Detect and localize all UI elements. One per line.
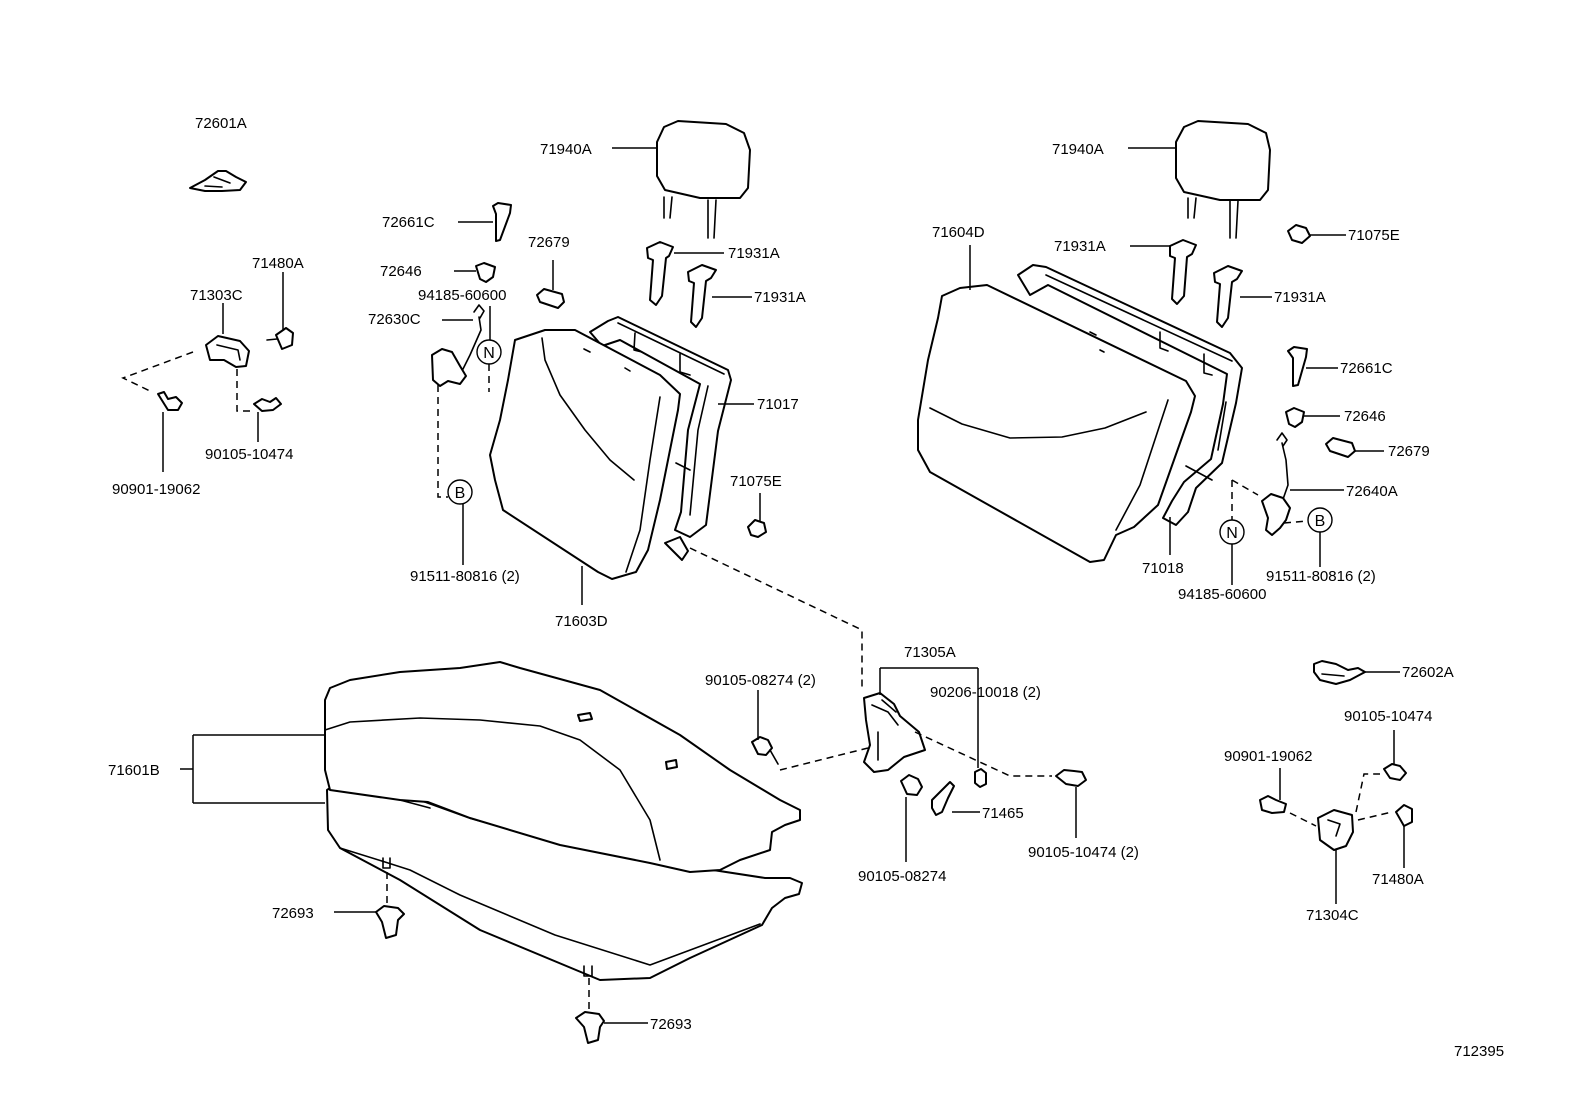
label-72646-right: 72646 [1344, 408, 1386, 425]
part-labels: 72601A 71480A 71303C 90105-10474 90901-1… [108, 115, 1504, 1060]
label-72646-left: 72646 [380, 263, 422, 280]
clip-72693-b [575, 1011, 605, 1044]
label-71017: 71017 [757, 396, 799, 413]
label-71940a-left: 71940A [540, 141, 592, 158]
lock-71304c [1317, 809, 1354, 851]
clip-72693-a [375, 905, 405, 939]
label-72630c: 72630C [368, 311, 421, 328]
hinge-71305a [863, 692, 926, 773]
label-94185-left: 94185-60600 [418, 287, 506, 304]
label-90105-10474-2: 90105-10474 (2) [1028, 844, 1139, 861]
label-71603d: 71603D [555, 613, 608, 630]
guide-71931a-r2 [1213, 265, 1243, 328]
label-72693-b: 72693 [650, 1016, 692, 1033]
label-71931a-l1: 71931A [728, 245, 780, 262]
lock-71303c [205, 335, 250, 368]
guide-71931a-l2 [687, 264, 717, 328]
label-71018: 71018 [1142, 560, 1184, 577]
cushion-71601b [324, 661, 801, 873]
label-71480a-right: 71480A [1372, 871, 1424, 888]
bolt-90901-19062-left [157, 391, 183, 411]
headrest-71940a-right [1175, 120, 1271, 201]
label-91511-right: 91511-80816 (2) [1266, 568, 1376, 585]
pin-72661c-right [1287, 346, 1308, 387]
label-71601b: 71601B [108, 762, 160, 779]
hinge-72640a [1261, 493, 1291, 536]
marker-n-right: N [1226, 525, 1238, 542]
label-71075e-right: 71075E [1348, 227, 1400, 244]
seatback-cushion-71604d [917, 284, 1196, 563]
label-71931a-l2: 71931A [754, 289, 806, 306]
bolt-90105-10474-2 [1055, 769, 1087, 787]
bolt-90105-08274 [900, 774, 923, 796]
seatback-cushion-71603d [489, 329, 681, 580]
bolt-90105-08274-2 [751, 736, 773, 756]
label-71604d: 71604D [932, 224, 985, 241]
label-94185-right: 94185-60600 [1178, 586, 1266, 603]
frame-71017 [589, 316, 732, 538]
label-72661c-right: 72661C [1340, 360, 1393, 377]
striker-72602a [1313, 660, 1366, 685]
label-71305a: 71305A [904, 644, 956, 661]
bolt-71480a-left [275, 327, 294, 350]
cover-72679-right [1325, 437, 1356, 458]
center-hinge-group [689, 547, 1087, 862]
label-72640a: 72640A [1346, 483, 1398, 500]
washer-90206-10018 [974, 768, 987, 788]
left-seatback-group: N B [431, 120, 767, 605]
guide-71931a-r1 [1169, 239, 1197, 305]
hinge-72630c [431, 348, 467, 387]
clip-71075e-right [1287, 224, 1311, 244]
marker-b-right: B [1315, 513, 1326, 530]
label-90105-10474-right: 90105-10474 [1344, 708, 1432, 725]
striker-72601a [189, 170, 247, 192]
label-71931a-r2: 71931A [1274, 289, 1326, 306]
clip-71075e-left [747, 519, 767, 538]
lever-71465 [931, 781, 955, 816]
label-90901-19062-left: 90901-19062 [112, 481, 200, 498]
label-71931a-r1: 71931A [1054, 238, 1106, 255]
group-right-lock [1259, 660, 1413, 904]
cap-72646-right [1285, 407, 1305, 428]
seat-cushion-group [180, 661, 803, 1044]
label-72693-a: 72693 [272, 905, 314, 922]
cover-72679-left [536, 288, 565, 309]
frame-71018 [1017, 264, 1243, 526]
marker-n-left: N [483, 345, 495, 362]
bolt-71480a-right [1395, 804, 1413, 827]
headrest-71940a-left [656, 120, 751, 199]
right-seatback-group: N B [917, 120, 1384, 585]
bolt-90901-19062-right [1259, 795, 1287, 814]
group-left-lock [121, 170, 294, 472]
label-90206: 90206-10018 (2) [930, 684, 1041, 701]
label-71465: 71465 [982, 805, 1024, 822]
bolt-90105-10474-left [253, 397, 282, 412]
cap-72646-left [475, 262, 496, 283]
marker-b-left: B [455, 485, 466, 502]
label-71940a-right: 71940A [1052, 141, 1104, 158]
guide-71931a-l1 [646, 241, 674, 306]
label-90901-19062-right: 90901-19062 [1224, 748, 1312, 765]
label-91511-left: 91511-80816 (2) [410, 568, 520, 585]
drawing-number: 712395 [1454, 1043, 1504, 1060]
label-71303c: 71303C [190, 287, 243, 304]
label-72661c-left: 72661C [382, 214, 435, 231]
label-72601a: 72601A [195, 115, 247, 132]
pin-72661c-left [492, 202, 512, 242]
label-90105-10474-left: 90105-10474 [205, 446, 293, 463]
bolt-90105-10474-right [1383, 763, 1407, 781]
label-72679-left: 72679 [528, 234, 570, 251]
label-72602a: 72602A [1402, 664, 1454, 681]
label-72679-right: 72679 [1388, 443, 1430, 460]
label-90105-08274-2: 90105-08274 (2) [705, 672, 816, 689]
label-71480a-left: 71480A [252, 255, 304, 272]
label-71304c: 71304C [1306, 907, 1359, 924]
label-90105-08274: 90105-08274 [858, 868, 946, 885]
label-71075e-left: 71075E [730, 473, 782, 490]
